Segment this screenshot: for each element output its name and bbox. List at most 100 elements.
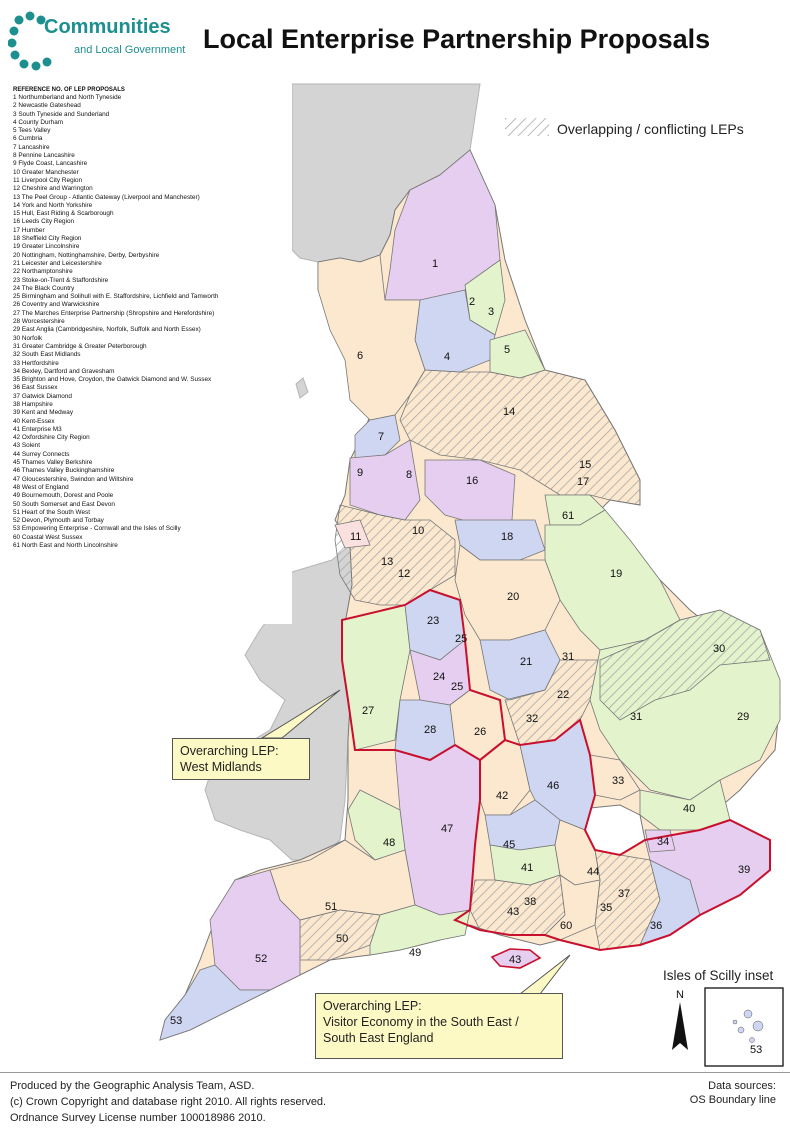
isle-of-man [295, 377, 309, 399]
north-arrow-icon: N [672, 989, 688, 1050]
lep-label: 38 [524, 896, 536, 908]
callout-line: West Midlands [180, 760, 262, 774]
footer-line: Ordnance Survey License number 100018986… [10, 1112, 266, 1124]
department-logo: Communities and Local Government [8, 10, 198, 72]
legend-item: 48 West of England [13, 483, 69, 491]
data-sources-value: OS Boundary line [689, 1094, 776, 1106]
legend-item: 19 Greater Lincolnshire [13, 243, 80, 251]
lep-label: 10 [412, 525, 424, 537]
lep-label: 20 [507, 591, 519, 603]
lep-region-11 [334, 519, 371, 549]
legend-item: 9 Flyde Coast, Lancashire [13, 160, 88, 168]
lep-label: 19 [610, 568, 622, 580]
legend-item: 12 Cheshire and Warrington [13, 185, 93, 193]
legend-item: 26 Coventry and Warwickshire [13, 301, 100, 309]
lep-label: 22 [557, 689, 569, 701]
legend-item: 3 South Tyneside and Sunderland [13, 110, 110, 118]
lep-region-30-hatch [599, 609, 771, 721]
legend-item: 60 Coastal West Sussex [13, 533, 83, 541]
lep-label: 47 [441, 823, 453, 835]
lep-label: 48 [383, 837, 395, 849]
lep-label: 3 [488, 306, 494, 318]
lep-label: 51 [325, 901, 337, 913]
lep-label: 40 [683, 803, 695, 815]
lep-label: 31 [562, 651, 574, 663]
legend-item: 39 Kent and Medway [13, 409, 74, 417]
legend-item: 35 Brighton and Hove, Croydon, the Gatwi… [13, 376, 212, 384]
isle-of-wight [490, 948, 542, 969]
legend-item: 40 Kent-Essex [13, 417, 55, 425]
lep-label: 37 [618, 888, 630, 900]
inset-title: Isles of Scilly inset [663, 968, 774, 983]
callout-line: Visitor Economy in the South East / [323, 1015, 519, 1029]
lep-label: 61 [562, 510, 574, 522]
logo-subtitle: and Local Government [74, 44, 186, 56]
lep-label: 46 [547, 780, 559, 792]
callout-south-east: Overarching LEP: Visitor Economy in the … [315, 993, 563, 1059]
legend-item: 7 Lancashire [13, 143, 50, 151]
legend-item: 20 Nottingham, Nottinghamshire, Derby, D… [13, 251, 160, 259]
inset-label-53: 53 [750, 1044, 762, 1056]
page-title: Local Enterprise Partnership Proposals [203, 24, 711, 54]
callout-line: South East England [323, 1031, 434, 1045]
legend-item: 22 Northamptonshire [13, 268, 73, 276]
legend-item: 27 The Marches Enterprise Partnership (S… [13, 309, 215, 317]
lep-label: 16 [466, 475, 478, 487]
legend-item: 34 Bexley, Dartford and Gravesham [13, 367, 115, 375]
south-east-overarching-boundary [452, 718, 771, 952]
lep-label: 52 [255, 953, 267, 965]
lep-region-49 [369, 904, 471, 956]
legend-item: 15 Hull, East Riding & Scarborough [13, 210, 114, 218]
footer-line: (c) Crown Copyright and database right 2… [10, 1096, 327, 1108]
lep-label: 13 [381, 556, 393, 568]
lep-label: 14 [503, 406, 515, 418]
legend-item: 42 Oxfordshire City Region [13, 434, 90, 442]
legend-item: 1 Northumberland and North Tyneside [13, 94, 122, 101]
lep-label: 24 [433, 671, 445, 683]
lep-label: 26 [474, 726, 486, 738]
footer: Produced by the Geographic Analysis Team… [0, 1072, 790, 1132]
legend-item: 47 Gloucestershire, Swindon and Wiltshir… [13, 475, 134, 483]
north-arrow-letter: N [676, 989, 684, 1001]
lep-label: 41 [521, 862, 533, 874]
lep-label: 5 [504, 344, 510, 356]
logo-title: Communities [44, 16, 171, 38]
legend-item: 37 Gatwick Diamond [13, 392, 72, 400]
lep-label: 15 [579, 459, 591, 471]
lep-label: 43 [507, 906, 519, 918]
lep-reference-legend: REFERENCE NO. OF LEP PROPOSALS 1 Northum… [8, 84, 292, 624]
legend-item: 51 Heart of the South West [13, 508, 90, 516]
legend-item: 10 Greater Manchester [13, 168, 79, 176]
lep-label: 39 [738, 864, 750, 876]
legend-item: 6 Cumbria [13, 135, 43, 143]
legend-item: 29 East Anglia (Cambridgeshire, Norfolk,… [13, 326, 201, 334]
lep-label: 49 [409, 947, 421, 959]
legend-item: 5 Tees Valley [13, 127, 51, 135]
legend-item: 24 The Black Country [13, 284, 75, 292]
legend-item: 13 The Peel Group - Atlantic Gateway (Li… [13, 193, 200, 201]
legend-item: 21 Leicester and Leicestershire [13, 259, 102, 267]
legend-item: 61 North East and North Lincolnshire [13, 542, 118, 550]
legend-item: 4 County Durham [13, 118, 64, 126]
legend-heading: REFERENCE NO. OF LEP PROPOSALS [13, 87, 125, 93]
lep-label: 60 [560, 920, 572, 932]
legend-item: 38 Hampshire [13, 400, 53, 408]
header: Communities and Local Government Local E… [0, 0, 790, 80]
logo-dots-icon [8, 11, 52, 71]
legend-item: 44 Surrey Connects [13, 450, 70, 458]
scilly-islands [732, 1009, 764, 1043]
lep-label: 4 [444, 351, 450, 363]
legend-item: 25 Birmingham and Solihull with E. Staff… [13, 293, 219, 301]
overlap-legend-swatch [505, 118, 549, 136]
lep-region-14-15 [399, 369, 641, 506]
legend-item: 8 Pennine Lancashire [13, 152, 75, 160]
legend-item: 46 Thames Valley Buckinghamshire [13, 467, 115, 475]
lep-region-43-38 [469, 874, 566, 936]
callout-west-midlands: Overarching LEP: West Midlands [172, 738, 310, 780]
lep-label: 9 [357, 467, 363, 479]
lep-label: 27 [362, 705, 374, 717]
legend-item: 31 Greater Cambridge & Greater Peterboro… [13, 342, 147, 350]
legend-item: 11 Liverpool City Region [13, 176, 83, 184]
lep-region-53 [159, 964, 271, 1041]
